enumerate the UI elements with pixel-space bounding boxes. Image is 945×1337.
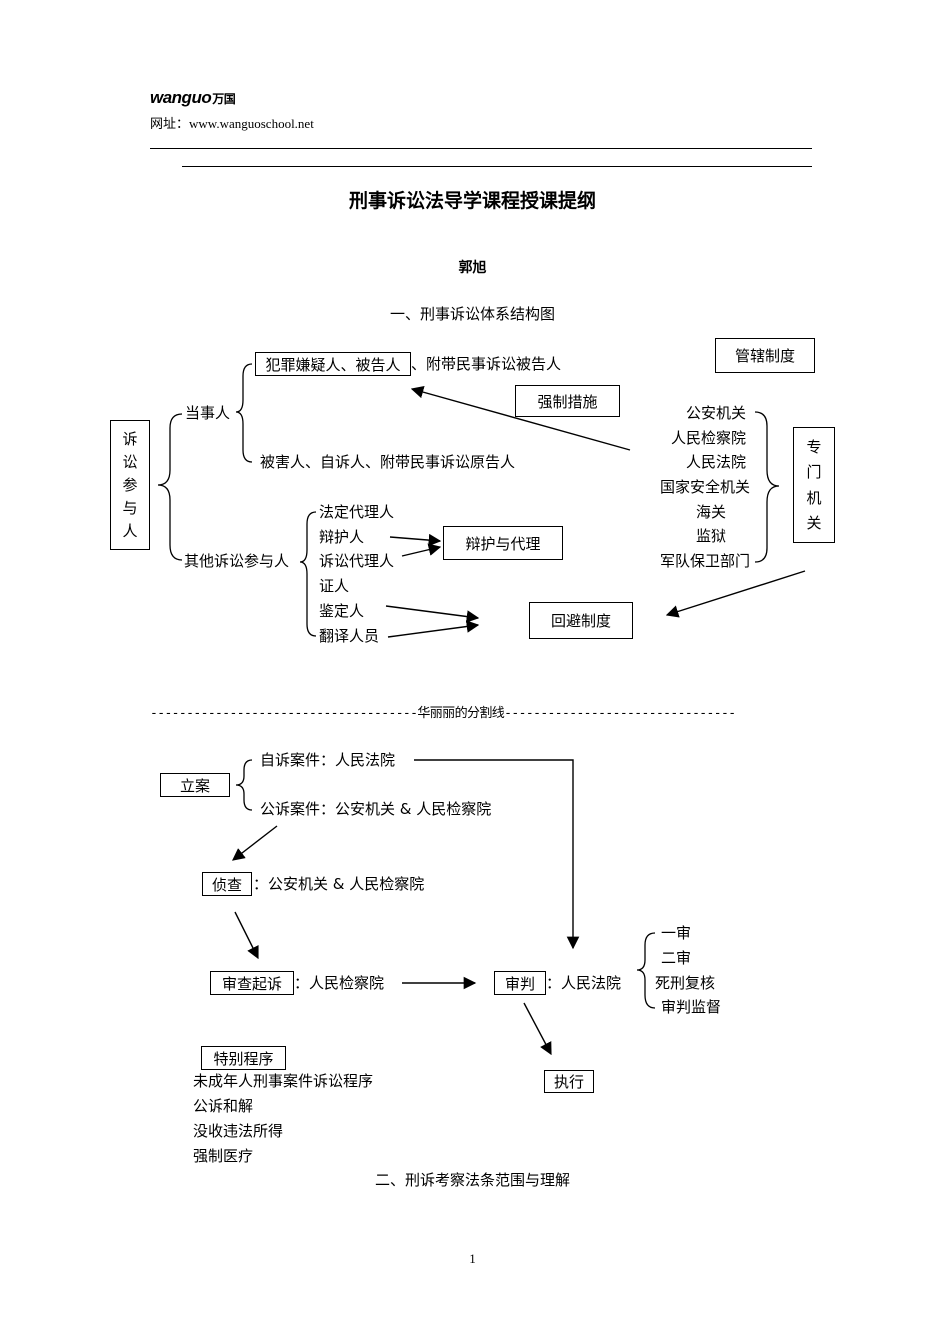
special-item: 未成年人刑事案件诉讼程序 (193, 1072, 374, 1090)
other-participant: 辩护人 (319, 528, 365, 546)
trial-type: 一审 (661, 924, 692, 942)
url-label: 网址： (150, 116, 190, 131)
organ: 军队保卫部门 (659, 552, 750, 570)
recusal-box: 回避制度 (529, 602, 633, 639)
brace-participants (157, 413, 183, 561)
arrow-translator (387, 620, 480, 638)
coercive-measures-box: 强制措施 (515, 385, 620, 417)
special-organs-box: 专 门 机 关 (793, 427, 835, 543)
private-prosecution: 自诉案件：人民法院 (260, 751, 396, 769)
other-participant: 翻译人员 (319, 627, 380, 645)
other-participant: 鉴定人 (319, 602, 365, 620)
special-organs-char: 机 (806, 488, 822, 507)
header-rule-1 (150, 148, 812, 149)
brace-filing (235, 759, 253, 811)
special-organs-char: 关 (806, 514, 822, 533)
defendant-rest: 、附带民事诉讼被告人 (411, 355, 562, 373)
investigation-box: 侦查 (202, 872, 252, 896)
document-title: 刑事诉讼法导学课程授课提纲 (348, 190, 596, 212)
organ: 监狱 (695, 527, 726, 545)
arrow-agent (401, 543, 442, 557)
defendant-box: 犯罪嫌疑人、被告人 (255, 352, 411, 376)
brace-others (299, 511, 317, 637)
special-organs-char: 专 (806, 437, 822, 456)
parties-label: 当事人 (185, 404, 231, 422)
participants-char: 参 (122, 475, 138, 494)
investigation-by: ：公安机关 & 人民检察院 (253, 875, 425, 893)
special-organs-char: 门 (806, 463, 822, 482)
brace-organs (754, 411, 780, 563)
other-participant: 证人 (319, 577, 350, 595)
organ: 国家安全机关 (659, 478, 750, 496)
logo-text: wanguo (150, 88, 212, 107)
header-rule-2 (182, 166, 812, 167)
prosecution-by: ：人民检察院 (294, 974, 385, 992)
section-divider: -------------------------------------华丽丽… (150, 706, 736, 721)
participants-char: 人 (122, 522, 138, 541)
participants-box: 诉 讼 参 与 人 (110, 420, 150, 550)
special-item: 强制医疗 (193, 1147, 254, 1165)
arrow-filing-investigation (232, 825, 278, 861)
arrow-investigation-prosecution (234, 911, 259, 960)
other-participant: 诉讼代理人 (319, 552, 395, 570)
organ: 人民法院 (685, 453, 746, 471)
arrow-organs-recusal (665, 570, 806, 618)
victim-label: 被害人、自诉人、附带民事诉讼原告人 (260, 453, 516, 471)
organ: 海关 (695, 503, 726, 521)
arrow-coercive (410, 385, 631, 451)
wanguo-logo: wanguo万国 (150, 88, 236, 108)
filing-box: 立案 (160, 773, 230, 797)
document-author: 郭旭 (458, 260, 487, 276)
arrow-expert (385, 605, 480, 623)
website-url[interactable]: 网址：www.wanguoschool.net (150, 113, 314, 132)
participants-char: 诉 (122, 429, 138, 448)
participants-char: 与 (122, 499, 138, 518)
trial-type: 审判监督 (661, 998, 722, 1016)
brace-parties (235, 363, 253, 463)
organ: 人民检察院 (670, 429, 746, 447)
participants-char: 讼 (122, 452, 138, 471)
prosecution-review-box: 审查起诉 (210, 971, 294, 995)
arrow-defender (389, 533, 442, 547)
organ: 公安机关 (685, 404, 746, 422)
public-prosecution: 公诉案件：公安机关 & 人民检察院 (260, 800, 492, 818)
logo-cn: 万国 (212, 92, 236, 106)
trial-by: ：人民法院 (546, 974, 622, 992)
brace-trial (636, 932, 656, 1009)
arrow-private-trial (414, 759, 580, 950)
special-procedure-box: 特别程序 (201, 1046, 286, 1070)
url-link[interactable]: www.wanguoschool.net (189, 116, 314, 131)
trial-box: 审判 (494, 971, 546, 995)
section-1-heading: 一、刑事诉讼体系结构图 (389, 305, 555, 323)
special-item: 没收违法所得 (193, 1122, 284, 1140)
arrow-trial-execution (523, 1002, 552, 1056)
execution-box: 执行 (544, 1070, 594, 1093)
defense-box: 辩护与代理 (443, 526, 563, 560)
trial-type: 死刑复核 (655, 974, 716, 992)
special-item: 公诉和解 (193, 1097, 254, 1115)
section-2-heading: 二、刑诉考察法条范围与理解 (374, 1171, 570, 1189)
page-number: 1 (469, 1251, 476, 1266)
jurisdiction-box: 管辖制度 (715, 338, 815, 373)
other-participant: 法定代理人 (319, 503, 395, 521)
trial-type: 二审 (661, 949, 692, 967)
others-label: 其他诉讼参与人 (184, 552, 290, 570)
